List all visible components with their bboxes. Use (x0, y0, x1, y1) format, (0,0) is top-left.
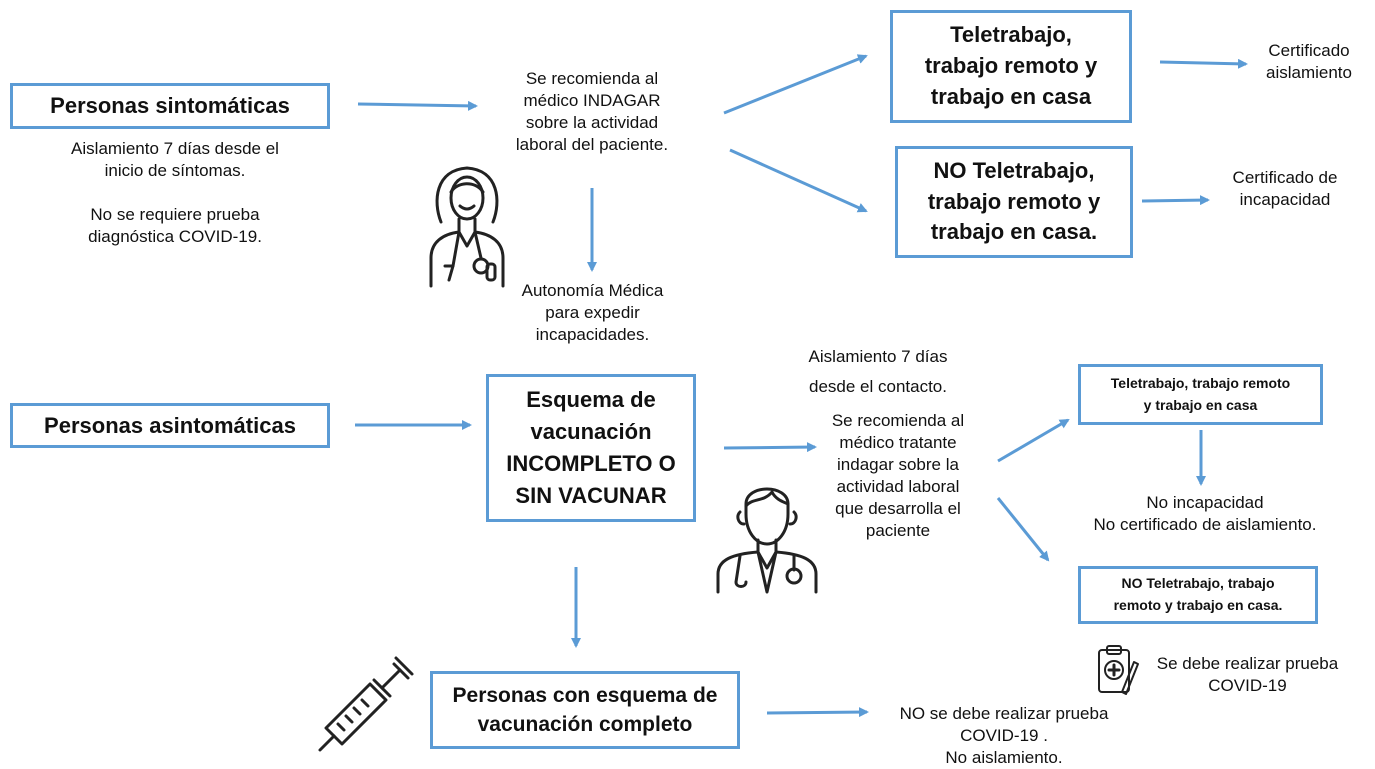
no-telework-top-label: NO Teletrabajo, trabajo remoto y trabajo… (927, 157, 1101, 245)
no-telework-bottom-label: NO Teletrabajo, trabajo remoto y trabajo… (1113, 575, 1283, 613)
incapacity-certificate-note: Certificado de incapacidad (1232, 168, 1338, 210)
incomplete-scheme-box: Esquema de vacunación INCOMPLETO O SIN V… (486, 374, 696, 522)
arrow-symptomatic-to-advice (357, 100, 478, 111)
medical-clipboard-icon (1098, 645, 1139, 695)
arrow-complete-to-result (766, 707, 869, 718)
isolation-certificate-note: Certificado aislamiento (1266, 41, 1352, 83)
symptomatic-box: Personas sintomáticas (10, 83, 330, 129)
no-test-no-isolation-note: NO se debe realizar prueba COVID-19 . No… (899, 704, 1109, 768)
syringe-icon (318, 656, 414, 752)
telework-bottom-box: Teletrabajo, trabajo remoto y trabajo en… (1078, 364, 1323, 425)
telework-top-box: Teletrabajo, trabajo remoto y trabajo en… (890, 10, 1132, 123)
no-incapacity-note: No incapacidad No certificado de aislami… (1093, 493, 1317, 535)
telework-bottom-label: Teletrabajo, trabajo remoto y trabajo en… (1110, 374, 1291, 413)
arrow-telework-to-certificate (1159, 58, 1248, 69)
symptomatic-note: Aislamiento 7 días desde el inicio de sí… (71, 139, 279, 247)
female-doctor-icon (429, 166, 505, 288)
asymptomatic-box: Personas asintomáticas (10, 403, 330, 448)
arrow-advice-to-telework (723, 54, 868, 115)
arrow-advice2-to-telework (997, 418, 1070, 463)
contact-isolation-note: Aislamiento 7 días desde el contacto. (808, 347, 948, 396)
complete-scheme-box: Personas con esquema de vacunación compl… (430, 671, 740, 749)
telework-top-label: Teletrabajo, trabajo remoto y trabajo en… (924, 22, 1098, 109)
doctor-advice-2: Se recomienda al médico tratante indagar… (831, 411, 965, 541)
no-telework-top-box: NO Teletrabajo, trabajo remoto y trabajo… (895, 146, 1133, 258)
arrow-scheme-to-contact (723, 442, 817, 453)
complete-scheme-label: Personas con esquema de vacunación compl… (452, 683, 718, 736)
no-telework-bottom-box: NO Teletrabajo, trabajo remoto y trabajo… (1078, 566, 1318, 624)
covid-test-required-note: Se debe realizar prueba COVID-19 (1156, 654, 1339, 696)
medical-autonomy-note: Autonomía Médica para expedir incapacida… (521, 281, 664, 345)
symptomatic-label: Personas sintomáticas (50, 93, 290, 118)
incomplete-scheme-label: Esquema de vacunación INCOMPLETO O SIN V… (506, 387, 676, 508)
asymptomatic-label: Personas asintomáticas (44, 412, 296, 438)
male-doctor-icon (716, 487, 818, 594)
arrow-advice-to-no-telework (729, 148, 868, 213)
arrow-advice2-to-no-telework (996, 497, 1050, 562)
doctor-advice-1: Se recomienda al médico INDAGAR sobre la… (515, 69, 669, 155)
arrow-no-telework-to-incapacity (1141, 195, 1210, 206)
